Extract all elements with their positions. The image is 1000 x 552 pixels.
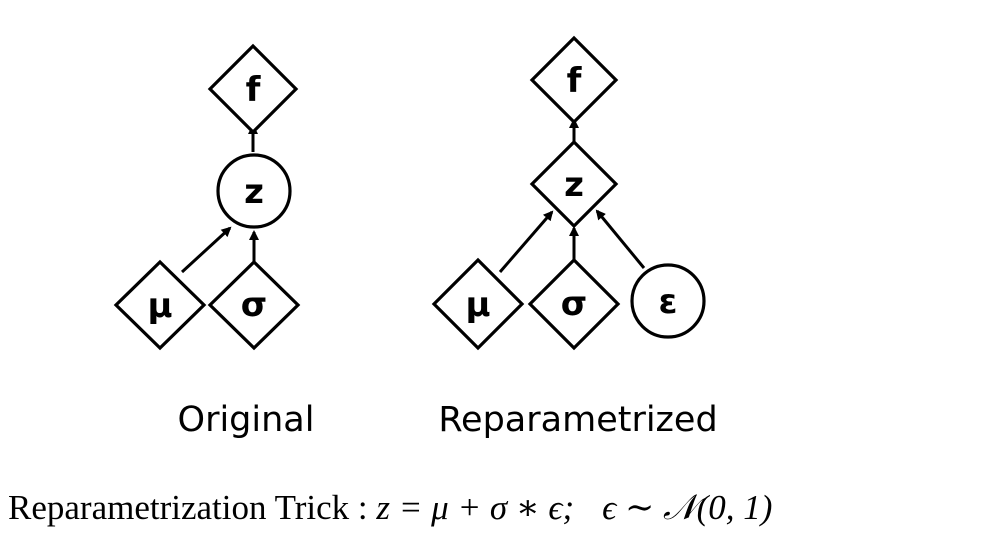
reparam-node-epsilon: ε: [630, 263, 706, 339]
reparam-node-z-label: z: [564, 165, 584, 205]
reparam-node-z: z: [529, 139, 619, 229]
original-node-f-label: f: [246, 70, 262, 110]
reparam-edge-mu-to-z: [498, 210, 554, 273]
original-node-z: z: [216, 153, 292, 229]
reparam-node-mu-label: μ: [465, 285, 490, 325]
reparam-node-f: f: [529, 35, 619, 125]
reparam-node-f-label: f: [567, 61, 583, 101]
original-node-sigma: σ: [207, 259, 301, 351]
reparam-edge-epsilon-to-z: [595, 209, 646, 269]
reparametrized-caption: Reparametrized: [438, 400, 717, 440]
original-edge-mu-to-z: [180, 226, 232, 274]
reparam-node-epsilon-label: ε: [659, 282, 678, 322]
reparam-node-sigma: σ: [527, 257, 621, 351]
original-node-mu-label: μ: [147, 286, 172, 326]
formula-distribution: ϵ ∼ 𝒩(0, 1): [602, 488, 773, 527]
original-node-sigma-label: σ: [241, 285, 267, 325]
original-panel: f z μ σ Original: [113, 43, 315, 440]
reparam-node-sigma-label: σ: [561, 284, 587, 324]
original-node-f: f: [207, 43, 299, 135]
reparam-node-mu: μ: [431, 257, 525, 351]
original-node-mu: μ: [113, 259, 207, 351]
reparametrized-panel: f z μ σ ε Reparametrized: [431, 35, 718, 440]
formula-prefix: Reparametrization Trick :: [8, 488, 377, 527]
formula-equation: z = μ + σ ∗ ϵ;: [376, 488, 575, 527]
reparametrization-formula: Reparametrization Trick : z = μ + σ ∗ ϵ;…: [8, 490, 998, 525]
original-caption: Original: [178, 400, 315, 440]
original-node-z-label: z: [244, 172, 264, 212]
